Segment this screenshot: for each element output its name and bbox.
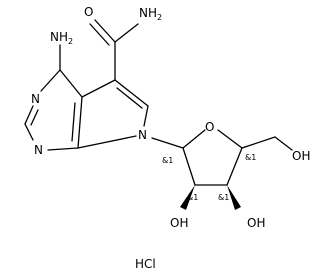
amide-oxygen-label: O bbox=[84, 5, 93, 19]
bond-c7a-c4a bbox=[77, 96, 83, 149]
bond-c2-n1 bbox=[24, 123, 34, 141]
stereo-label-c2prime: &1 bbox=[187, 193, 198, 202]
stereo-label-c3prime: &1 bbox=[218, 193, 229, 202]
bond-carbonyl-o bbox=[94, 19, 116, 43]
bond-c4-n3 bbox=[40, 69, 61, 92]
hydroxyl-c3prime-label: OH bbox=[247, 216, 265, 230]
bond-c5-c6 bbox=[114, 79, 149, 107]
bond-o-c4prime bbox=[217, 129, 243, 149]
bond-c1prime-o bbox=[182, 129, 206, 149]
stereo-wedges bbox=[180, 185, 241, 210]
hydroxyl-c2prime-label: OH bbox=[170, 216, 188, 230]
salt-label: HCl bbox=[135, 257, 156, 271]
bond-c5prime-oh bbox=[274, 136, 293, 151]
bond-c5-c6-inner bbox=[116, 87, 143, 109]
stereo-label-c1prime: &1 bbox=[162, 156, 173, 165]
hydroxyl-c5prime-label: OH bbox=[292, 149, 310, 163]
pyrrole-ring-bonds bbox=[77, 79, 149, 149]
bond-c2prime-c1prime bbox=[182, 147, 196, 186]
substituent-bonds bbox=[59, 19, 139, 81]
bond-c4prime-c5prime bbox=[241, 136, 276, 149]
ring-n1-label: N bbox=[34, 143, 43, 157]
bond-n1-c7a bbox=[47, 147, 79, 151]
ribose-oxygen-label: O bbox=[205, 120, 214, 134]
bond-carbonyl-nh2 bbox=[114, 23, 139, 43]
wedge-c3prime-oh bbox=[227, 185, 241, 210]
atom-labels: NH2 O NH2 N N N O OH OH OH bbox=[31, 5, 310, 230]
bond-n7-c7a bbox=[77, 135, 137, 149]
amine-label: NH2 bbox=[50, 30, 73, 46]
pyrimidine-ring-bonds bbox=[24, 69, 83, 151]
bond-n7-c1prime bbox=[151, 137, 184, 149]
bond-c4a-c4 bbox=[59, 69, 83, 98]
bond-c4prime-c3prime bbox=[226, 147, 243, 186]
ring-n3-label: N bbox=[31, 92, 40, 106]
stereo-label-c4prime: &1 bbox=[245, 153, 256, 162]
wedge-c2prime-oh bbox=[180, 185, 195, 210]
amide-nitrogen-label: NH2 bbox=[139, 6, 162, 22]
bond-c4a-c5 bbox=[81, 79, 116, 98]
ribose-bonds bbox=[151, 129, 293, 186]
bond-n3-c2 bbox=[24, 105, 34, 125]
bond-n3-c2-inner bbox=[30, 109, 39, 126]
ring-n7-label: N bbox=[138, 128, 147, 142]
bond-c6-n7 bbox=[143, 105, 149, 127]
bond-carbonyl-o-double bbox=[89, 23, 110, 46]
bond-c7a-c4a-inner bbox=[71, 102, 76, 142]
stereo-labels: &1 &1 &1 &1 bbox=[162, 153, 256, 202]
